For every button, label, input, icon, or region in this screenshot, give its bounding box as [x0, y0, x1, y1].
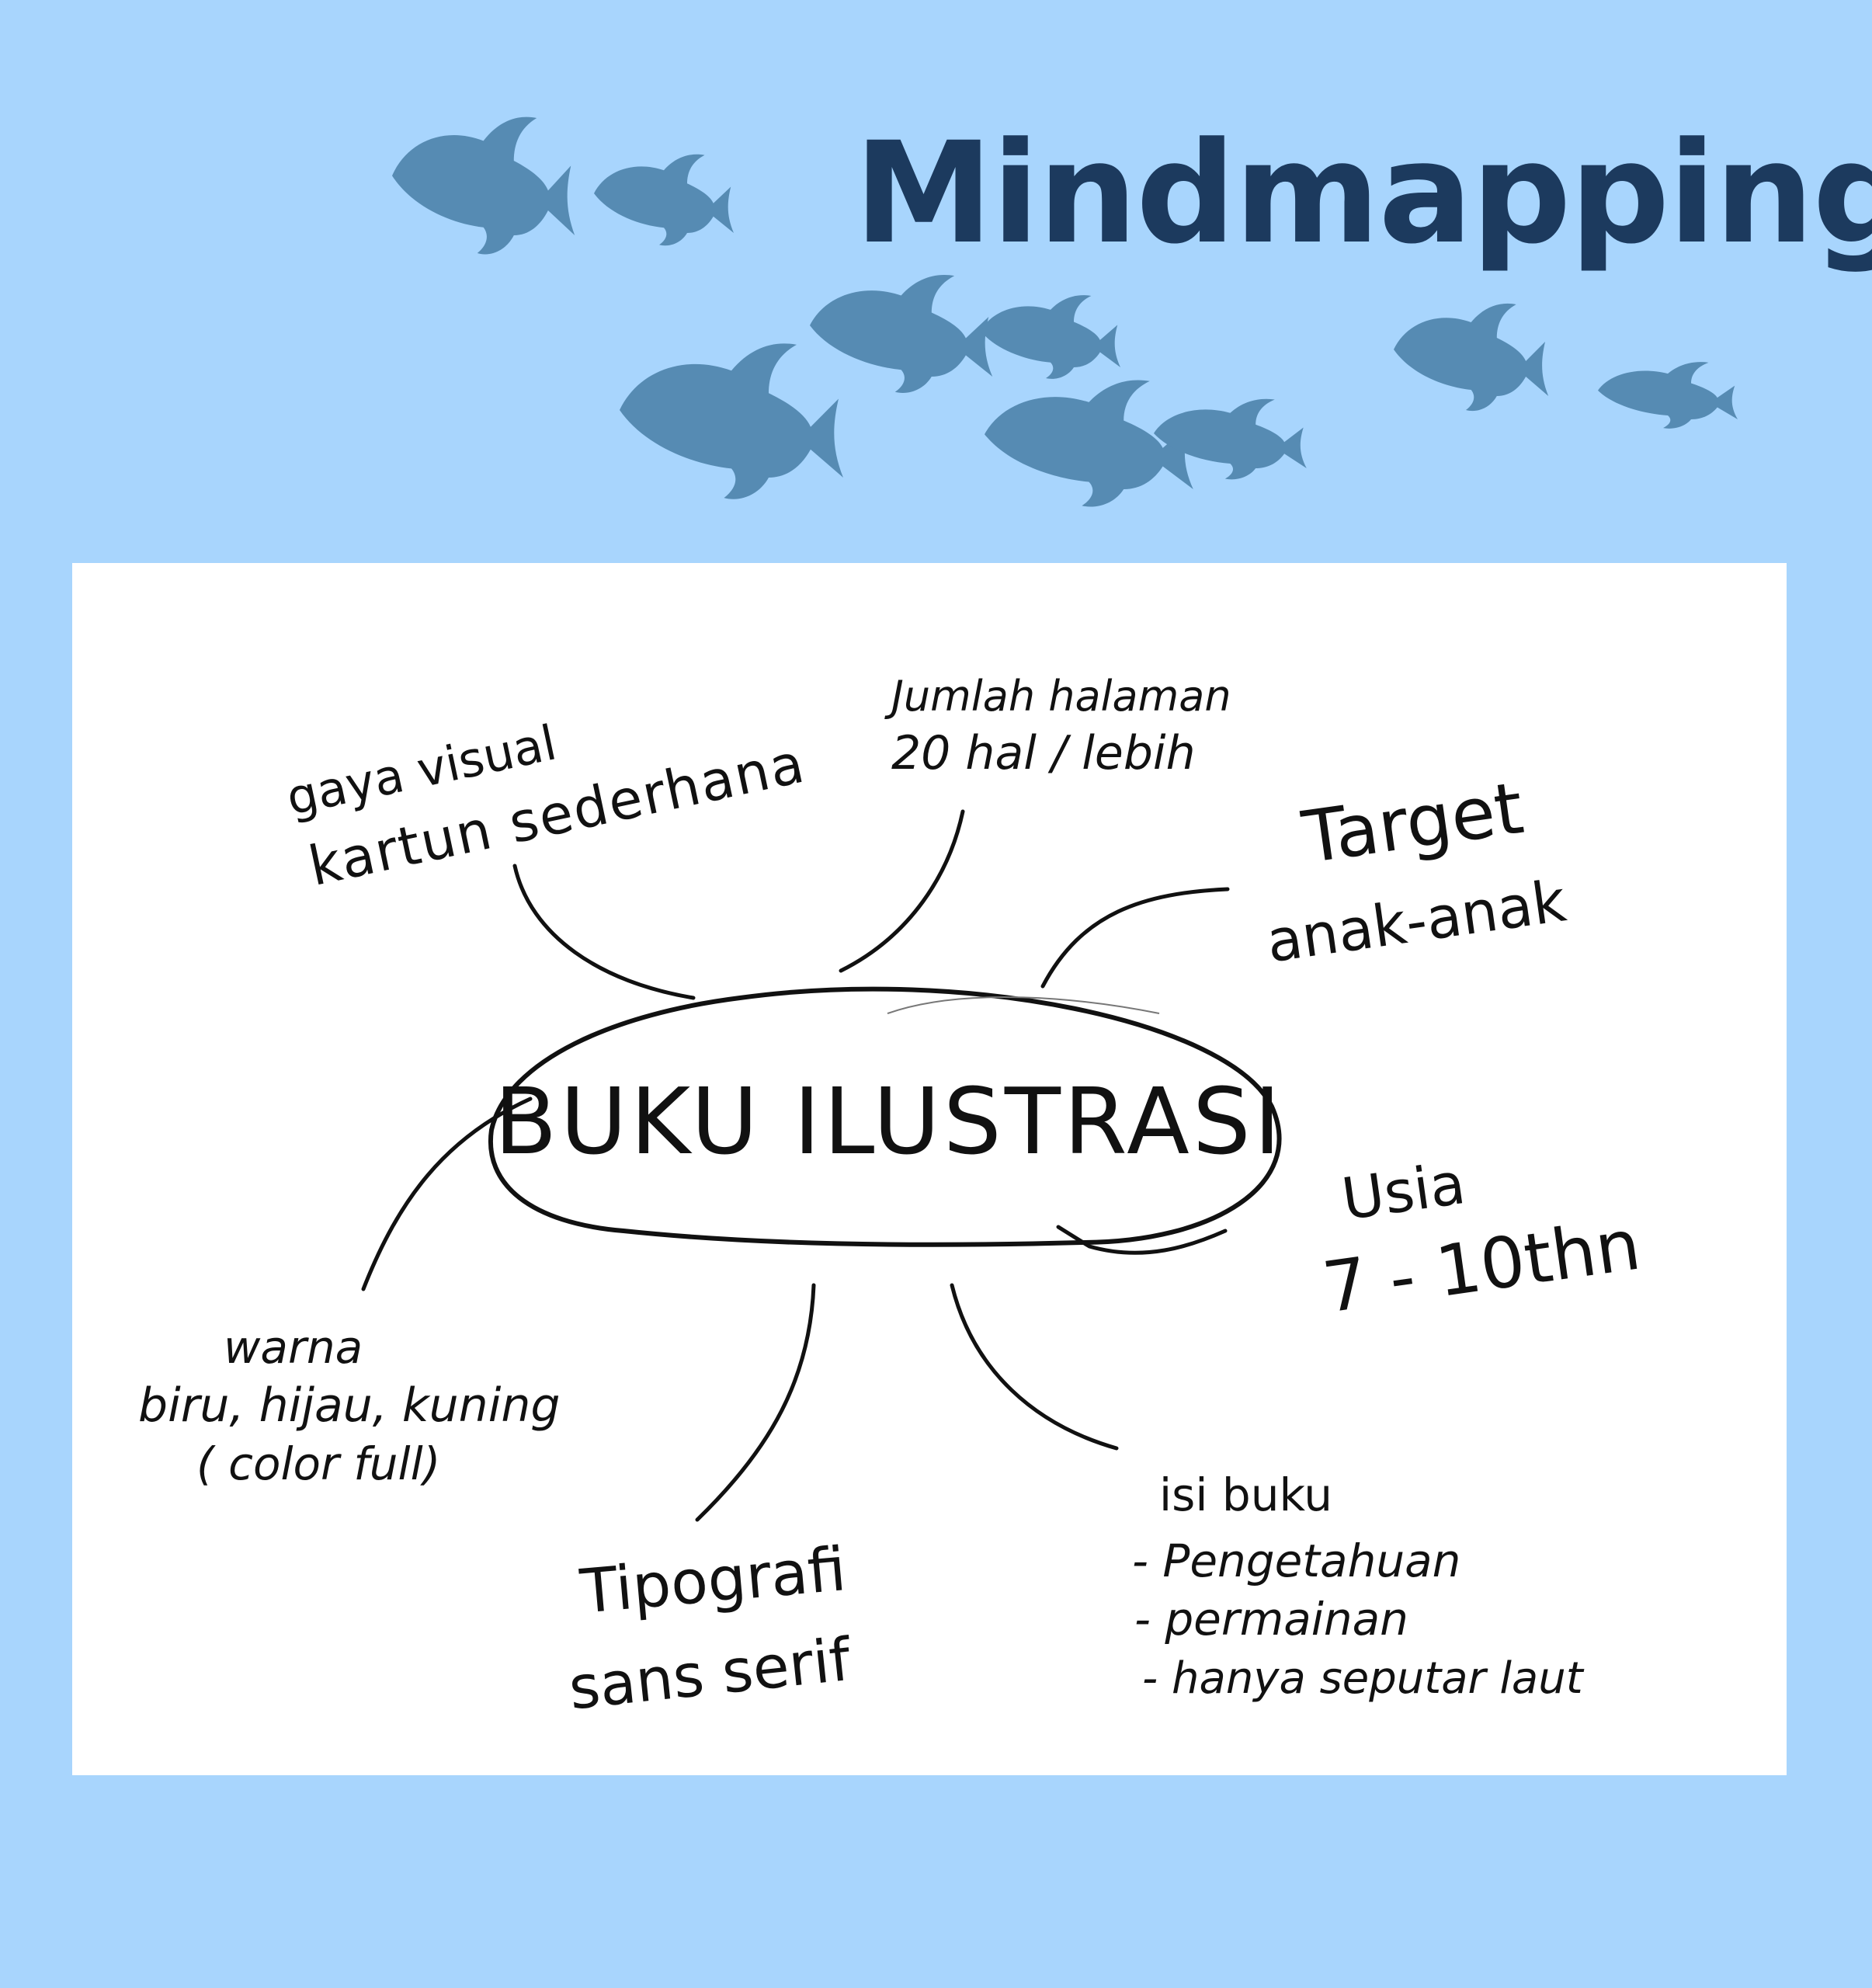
warna-line3: ( color full)	[196, 1437, 440, 1490]
connector-usia	[1056, 1225, 1228, 1255]
fish-8	[1394, 303, 1549, 412]
connector-jumlah-halaman	[839, 809, 965, 973]
center-node-label: BUKU ILUSTRASI	[494, 1068, 1283, 1175]
jumlah-halaman-line2: 20 hal / lebih	[891, 726, 1196, 780]
center-node-ellipse	[488, 986, 1282, 1247]
fish-school-decoration	[392, 116, 1738, 507]
fish-9	[1598, 362, 1738, 429]
fish-5	[620, 343, 843, 499]
fish-3	[810, 275, 993, 394]
connector-target	[1040, 887, 1230, 989]
jumlah-halaman-line1: Jumlah halaman	[884, 672, 1231, 721]
warna-line1: warna	[224, 1321, 363, 1374]
mindmap-panel: BUKU ILUSTRASI gaya visual kartun sederh…	[72, 563, 1787, 1775]
connector-isi-buku	[950, 1283, 1119, 1451]
isi-buku-item-3: - hanya seputar laut	[1142, 1653, 1585, 1704]
fish-4	[981, 295, 1120, 379]
tipografi-line1: Tipografi	[577, 1534, 849, 1628]
target-line2: anak-anak	[1262, 867, 1570, 975]
page-title: Mindmapping	[854, 113, 1872, 275]
target-line1: Target	[1297, 766, 1528, 880]
fish-2	[594, 154, 734, 246]
usia-line1: Usia	[1338, 1150, 1469, 1233]
center-node-sketch-stroke	[887, 996, 1160, 1014]
connector-tipografi	[695, 1283, 816, 1522]
fish-6	[985, 380, 1193, 507]
mindmap-diagram: BUKU ILUSTRASI gaya visual kartun sederh…	[138, 672, 1645, 1723]
connector-gaya-visual	[512, 864, 696, 1000]
warna-line2: biru, hijau, kuning	[138, 1378, 561, 1433]
isi-buku-heading: isi buku	[1159, 1468, 1332, 1521]
isi-buku-item-2: - permainan	[1134, 1593, 1408, 1646]
isi-buku-item-1: - Pengetahuan	[1132, 1534, 1460, 1587]
fish-1	[392, 116, 575, 255]
tipografi-line2: sans serif	[565, 1625, 855, 1723]
